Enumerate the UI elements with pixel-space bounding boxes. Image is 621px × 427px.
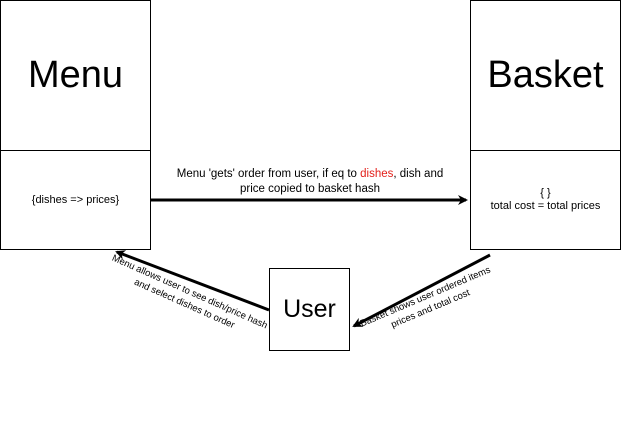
user-title: User <box>283 295 336 323</box>
menu-to-basket-label-line1: Menu 'gets' order from user, if eq to di… <box>160 167 460 182</box>
label-text: Menu 'gets' order from user, if eq to <box>176 168 361 180</box>
menu-to-basket-label: Menu 'gets' order from user, if eq to di… <box>160 167 460 197</box>
menu-title: Menu <box>27 54 124 96</box>
dishes-highlight: dishes <box>360 168 394 180</box>
menu-attributes-box[interactable]: {dishes => prices} <box>0 150 151 250</box>
menu-to-basket-label-line2: price copied to basket hash <box>239 183 380 195</box>
basket-to-user-arrow <box>352 253 491 328</box>
user-box[interactable]: User <box>269 268 350 351</box>
user-to-menu-arrow <box>115 250 270 312</box>
basket-attributes-box[interactable]: { } total cost = total prices <box>470 150 621 250</box>
menu-attributes: {dishes => prices} <box>31 193 120 206</box>
menu-class-box[interactable]: Menu <box>0 0 151 151</box>
basket-class-box[interactable]: Basket <box>470 0 621 151</box>
basket-attributes-line2: total cost = total prices <box>490 200 601 212</box>
basket-attributes-line1: { } <box>540 187 551 199</box>
basket-title: Basket <box>487 54 604 96</box>
label-text: , dish and <box>393 168 444 180</box>
